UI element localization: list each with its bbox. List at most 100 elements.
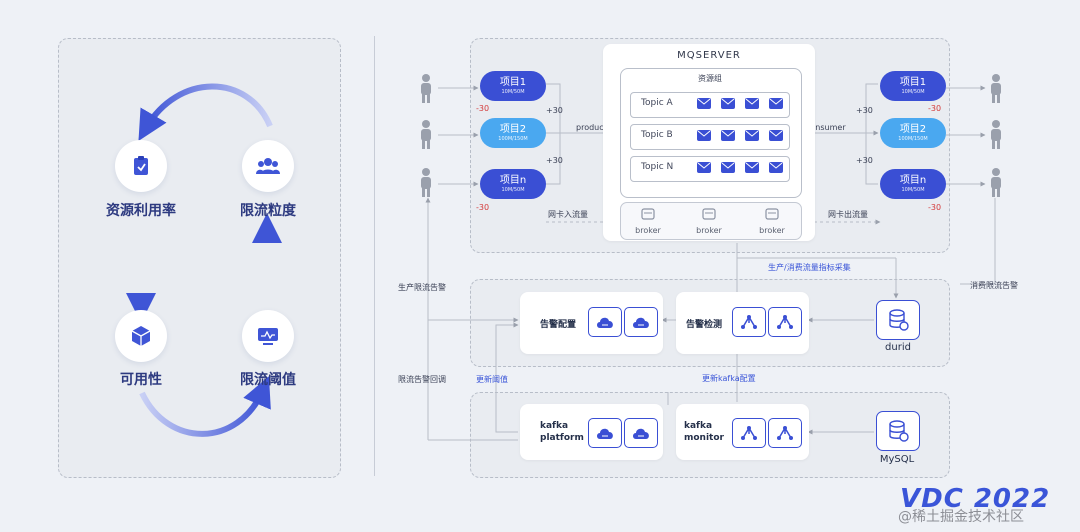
alert-config-label: 告警配置: [540, 320, 577, 330]
message-icon: [769, 130, 783, 141]
user-icon: [988, 120, 1004, 154]
produce-alert-label: 生产限流告警: [398, 283, 446, 292]
share-tile: [768, 307, 802, 337]
availability-label: 可用性: [120, 372, 162, 388]
message-icon: [697, 162, 711, 173]
delta-minus: -30: [476, 104, 490, 113]
broker-node: broker: [752, 205, 792, 235]
delta-minus: -30: [476, 203, 490, 212]
divider: [374, 36, 375, 476]
cloud-tile: [624, 307, 658, 337]
right-project-1: 项目1 10M/50M: [880, 71, 946, 101]
cloud-icon: [633, 428, 649, 439]
project-quota: 10M/50M: [901, 88, 925, 95]
cloud-icon: [597, 428, 613, 439]
broker-node: broker: [628, 205, 668, 235]
project-name: 项目n: [499, 174, 527, 186]
share-tile: [732, 418, 766, 448]
project-quota: 10M/50M: [901, 186, 925, 193]
kafka-platform-line1: kafka: [540, 421, 569, 431]
project-quota: 10M/50M: [501, 186, 525, 193]
network-icon: [741, 315, 757, 329]
message-icon: [721, 162, 735, 173]
project-quota: 10M/50M: [501, 88, 525, 95]
server-icon: [702, 208, 716, 220]
network-icon: [741, 426, 757, 440]
server-icon: [641, 208, 655, 220]
topic-row: Topic B: [630, 124, 790, 150]
kafka-platform-line2: platform: [540, 433, 584, 443]
metrics-collect-label: 生产/消费流量指标采集: [768, 263, 851, 272]
cloud-tile: [588, 418, 622, 448]
share-tile: [732, 307, 766, 337]
watermark: @稀土掘金技术社区: [898, 509, 1024, 525]
network-icon: [777, 426, 793, 440]
topic-name: Topic N: [641, 162, 674, 172]
broker-strip: [620, 202, 802, 240]
topic-row: Topic N: [630, 156, 790, 182]
server-icon: [765, 208, 779, 220]
consumer-label: consumer: [806, 123, 846, 132]
user-icon: [418, 120, 434, 154]
user-icon: [418, 168, 434, 202]
cloud-icon: [597, 317, 613, 328]
resource-util-label: 资源利用率: [106, 203, 176, 219]
message-icon: [721, 98, 735, 109]
delta-plus: +30: [856, 156, 873, 165]
mqserver-title: MQSERVER: [677, 50, 741, 61]
kafka-monitor-line1: kafka: [684, 421, 713, 431]
durid-label: durid: [885, 342, 911, 353]
limit-threshold-label: 限流阈值: [240, 372, 296, 388]
kafka-monitor-label: kafka monitor: [684, 420, 724, 444]
consume-alert-label: 消费限流告警: [970, 281, 1018, 290]
availability-node: [115, 310, 167, 362]
user-icon: [418, 74, 434, 108]
monitor-icon: [258, 328, 278, 345]
broker-label: broker: [696, 226, 722, 235]
left-project-n: 项目n 10M/50M: [480, 169, 546, 199]
message-icon: [697, 98, 711, 109]
cloud-tile: [588, 307, 622, 337]
database-icon: [889, 420, 909, 442]
broker-label: broker: [759, 226, 785, 235]
message-icon: [745, 130, 759, 141]
mysql-label: MySQL: [879, 454, 915, 465]
delta-minus: -30: [928, 203, 942, 212]
cube-icon: [131, 326, 151, 346]
right-project-n: 项目n 10M/50M: [880, 169, 946, 199]
topic-name: Topic B: [641, 130, 673, 140]
cycle-arrows: [126, 83, 282, 437]
user-icon: [988, 168, 1004, 202]
topic-row: Topic A: [630, 92, 790, 118]
nic-out-label: 网卡出流量: [828, 210, 868, 219]
limit-callback-label: 限流告警回调: [398, 375, 446, 384]
mysql-db: [876, 411, 920, 451]
cycle-panel: [58, 38, 341, 478]
vdc-logo: VDC 2022: [900, 484, 1051, 514]
message-icon: [745, 98, 759, 109]
limit-granularity-node: [242, 140, 294, 192]
project-name: 项目2: [499, 123, 527, 135]
broker-label: broker: [635, 226, 661, 235]
kafka-platform-label: kafka platform: [540, 420, 584, 444]
durid-db: [876, 300, 920, 340]
project-quota: 100M/150M: [498, 135, 528, 142]
message-icon: [721, 130, 735, 141]
topic-name: Topic A: [641, 98, 673, 108]
share-tile: [768, 418, 802, 448]
delta-plus: +30: [856, 106, 873, 115]
clipboard-icon: [134, 156, 148, 175]
kafka-monitor-line2: monitor: [684, 433, 724, 443]
right-project-2: 项目2 100M/150M: [880, 118, 946, 148]
left-project-1: 项目1 10M/50M: [480, 71, 546, 101]
update-kafka-label: 更新kafka配置: [702, 374, 756, 383]
arc-bottom: [139, 376, 271, 437]
project-name: 项目2: [899, 123, 927, 135]
delta-plus: +30: [546, 156, 563, 165]
message-icon: [697, 130, 711, 141]
database-icon: [889, 309, 909, 331]
users-icon: [256, 158, 280, 174]
project-quota: 100M/150M: [898, 135, 928, 142]
resource-group-label: 资源组: [698, 74, 722, 83]
limit-threshold-node: [242, 310, 294, 362]
